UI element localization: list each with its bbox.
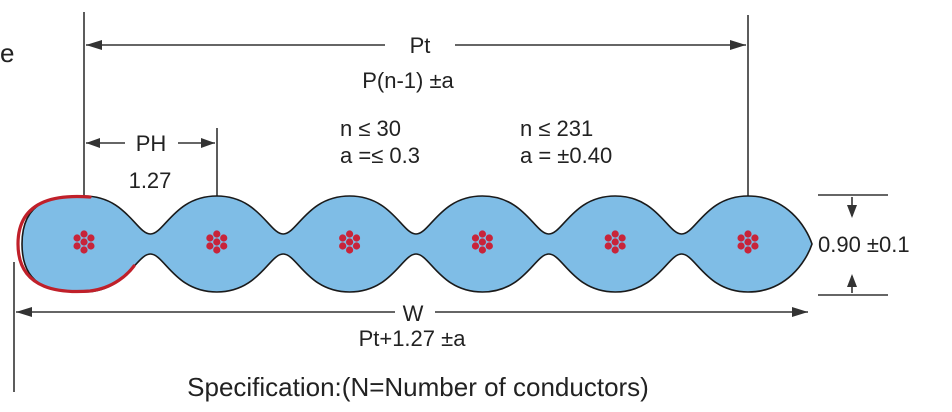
conductor-bundle [339,230,361,254]
conductor-bundle [604,230,626,254]
conductor-strand [471,234,480,242]
conductor-strand [213,238,221,246]
conductor-strand [346,230,354,238]
thickness-dimension: 0.90 ±0.1 [818,194,910,296]
conductor-strand [478,230,486,238]
tolerance-right-a: a = ±0.40 [520,143,612,168]
conductor-strand [751,242,759,250]
conductor-strand [611,238,619,246]
specification-caption: Specification:(N=Number of conductors) [187,372,649,402]
tolerance-left-n: n ≤ 30 [340,116,401,141]
conductor-strand [751,234,759,242]
conductor-strand [744,238,752,246]
width-label: W [403,301,424,326]
conductor-strand [73,234,81,242]
conductor-strand [346,238,354,246]
conductor-strand [604,242,612,250]
pitch-value: 1.27 [129,168,172,193]
conductor-strand [206,234,214,242]
conductor-strand [87,242,95,250]
pt-label: Pt [410,33,431,58]
tolerance-right-n: n ≤ 231 [520,116,593,141]
conductor-strand [737,242,745,250]
conductor-strand [744,246,752,254]
conductor-strand [220,242,228,250]
conductor-bundle [73,230,95,254]
conductor-strand [478,238,486,246]
thickness-value: 0.90 ±0.1 [818,232,910,257]
width-dimension: W Pt+1.27 ±a [16,301,808,351]
width-formula: Pt+1.27 ±a [359,326,467,351]
first-conductor-highlight-outline [16,194,136,294]
conductor-strand [485,234,493,242]
conductor-strand [73,242,81,250]
conductor-strand [80,230,88,238]
conductor-strand [744,230,752,238]
conductor-strand [80,246,88,254]
pt-dimension: Pt P(n-1) ±a [86,33,746,93]
conductor-strand [352,234,361,242]
tolerance-left-a: a =≤ 0.3 [340,143,420,168]
cable-insulation [21,195,813,293]
conductor-bundle [737,230,759,254]
conductor-bundle [206,230,228,254]
conductor-strand [220,234,228,242]
conductor-strand [737,234,745,242]
conductor-strand [611,246,619,254]
conductor-strand [80,238,88,246]
conductor-strand [206,242,214,250]
conductor-strand [618,242,626,250]
conductor-strand [618,234,626,242]
conductor-strand [213,230,221,238]
cable-cross-section [16,194,813,294]
partial-label: e [0,38,14,68]
pitch-dimension: PH 1.27 [86,131,215,193]
conductor-strand [87,234,95,242]
conductor-strand [478,246,486,254]
conductor-strand [346,246,354,254]
conductor-strand [611,230,619,238]
conductor-strand [352,242,361,250]
conductor-strand [604,234,612,242]
conductor-strand [339,234,347,242]
pt-formula: P(n-1) ±a [362,68,454,93]
conductor-bundle [471,230,493,254]
conductor-strand [213,246,221,254]
conductor-strand [339,242,347,250]
conductor-strand [471,242,480,250]
pitch-label: PH [136,131,167,156]
conductor-strand [485,242,493,250]
